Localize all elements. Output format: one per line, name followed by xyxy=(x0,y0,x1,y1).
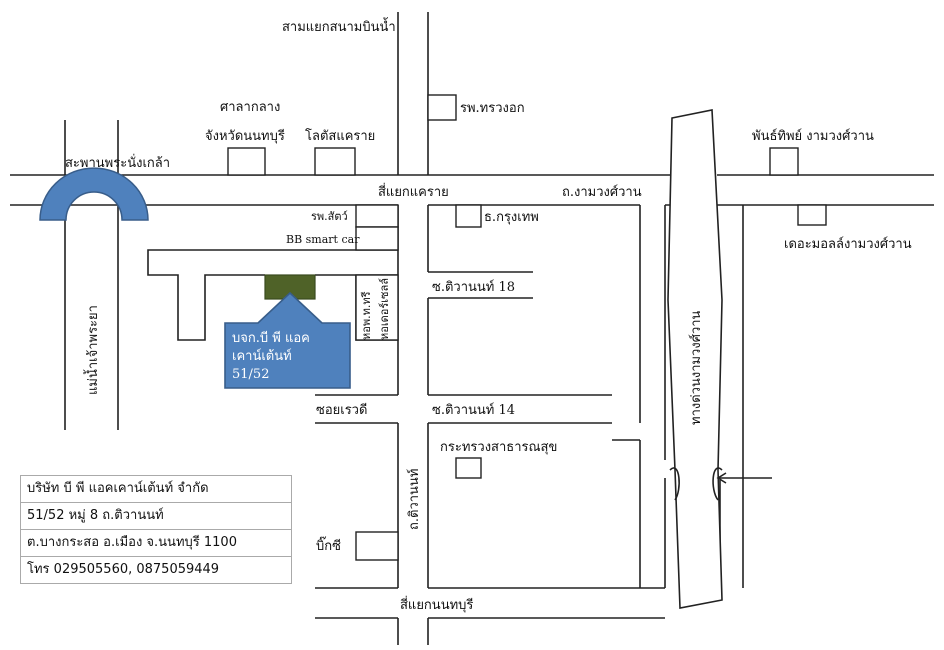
label-lotus: โลตัสแคราย xyxy=(305,128,375,144)
ministry-building xyxy=(455,457,482,479)
label-ministry: กระทรวงสาธารณสุข xyxy=(440,440,557,455)
label-sii-yaek-khae-rai: สี่แยกแคราย xyxy=(378,183,449,200)
arrow-to-expressway xyxy=(716,472,772,484)
label-big-c: บิ๊กซี xyxy=(316,536,341,554)
bridge-phra-nang-klao xyxy=(39,167,149,221)
label-bb-smart-car: BB smart car xyxy=(286,233,360,246)
road-north xyxy=(397,12,429,175)
label-dorm-2: หอเดอร์เซลล์ xyxy=(378,278,391,340)
info-phone: โทร 029505560, 0875059449 xyxy=(27,562,220,577)
label-sam-yaek-sanam-bin-nam: สามแยกสนามบินน้ำ xyxy=(282,17,396,35)
label-soi-tiwanon-14: ซ.ติวานนท์ 14 xyxy=(432,402,515,418)
road-right-verticals xyxy=(612,205,744,588)
label-river: แม่น้ำเจ้าพระยา xyxy=(83,305,101,395)
label-rp-sat: รพ.สัตว์ xyxy=(311,210,348,223)
label-rp-sorawong: รพ.ทรวงอก xyxy=(460,101,525,116)
label-dorm-1: หอพ.ท.ทรี xyxy=(360,291,373,340)
label-soi-tiwanon-18: ซ.ติวานนท์ 18 xyxy=(432,279,515,295)
label-soi-rewadee: ซอยเรวดี xyxy=(316,402,367,418)
label-bridge: สะพานพระนั่งเกล้า xyxy=(65,154,170,171)
road-soi-tiwanon-18 xyxy=(428,271,533,299)
big-c-building xyxy=(355,531,399,561)
road-ngam-wong-wan xyxy=(10,174,934,206)
label-sala-klang-1: ศาลากลาง xyxy=(220,100,280,115)
label-company-2: เคาน์เต้นท์ xyxy=(232,348,292,364)
label-sala-klang-2: จังหวัดนนทบุรี xyxy=(205,128,285,144)
label-the-mall: เดอะมอลล์งามวงศ์วาน xyxy=(784,236,912,252)
label-company-3: 51/52 xyxy=(232,367,269,382)
label-bank-krungthep: ธ.กรุงเทพ xyxy=(484,210,539,225)
label-thanon-tiwanon: ถ.ติวานนท์ xyxy=(406,469,422,530)
label-company-1: บจก.บี พี แอค xyxy=(232,330,310,346)
bank-krungthep-building xyxy=(455,204,482,228)
info-address-2: ต.บางกระสอ อ.เมือง จ.นนทบุรี 1100 xyxy=(21,530,291,557)
bb-smart-car-building xyxy=(355,226,399,251)
road-tiwanon xyxy=(397,205,429,645)
road-nonthaburi xyxy=(315,587,665,619)
dorm-building xyxy=(355,274,399,341)
rp-sat-building xyxy=(355,204,399,228)
company-callout xyxy=(224,291,351,389)
phanthip-building xyxy=(769,147,799,176)
label-phanthip: พันธ์ทิพย์ งามวงศ์วาน xyxy=(752,128,874,144)
rp-sorawong-building xyxy=(427,94,457,121)
the-mall-building xyxy=(797,204,827,226)
expressway-band xyxy=(667,109,723,609)
label-sii-yaek-nonthaburi: สี่แยกนนทบุรี xyxy=(400,596,473,613)
info-address-1: 51/52 หมู่ 8 ถ.ติวานนท์ xyxy=(21,503,291,530)
label-expressway: ทางด่วนงามวงศ์วาน xyxy=(688,310,704,425)
sala-klang-building xyxy=(227,147,266,176)
company-info-box: บริษัท บี พี แอคเคาน์เต้นท์ จำกัด 51/52 … xyxy=(20,475,292,584)
river-chao-phraya xyxy=(64,120,119,430)
info-company-name: บริษัท บี พี แอคเคาน์เต้นท์ จำกัด xyxy=(21,476,291,503)
lotus-building xyxy=(314,147,356,176)
road-soi-14-rewadee xyxy=(315,394,612,424)
label-thanon-ngam-wong-wan: ถ.งามวงศ์วาน xyxy=(562,184,642,200)
